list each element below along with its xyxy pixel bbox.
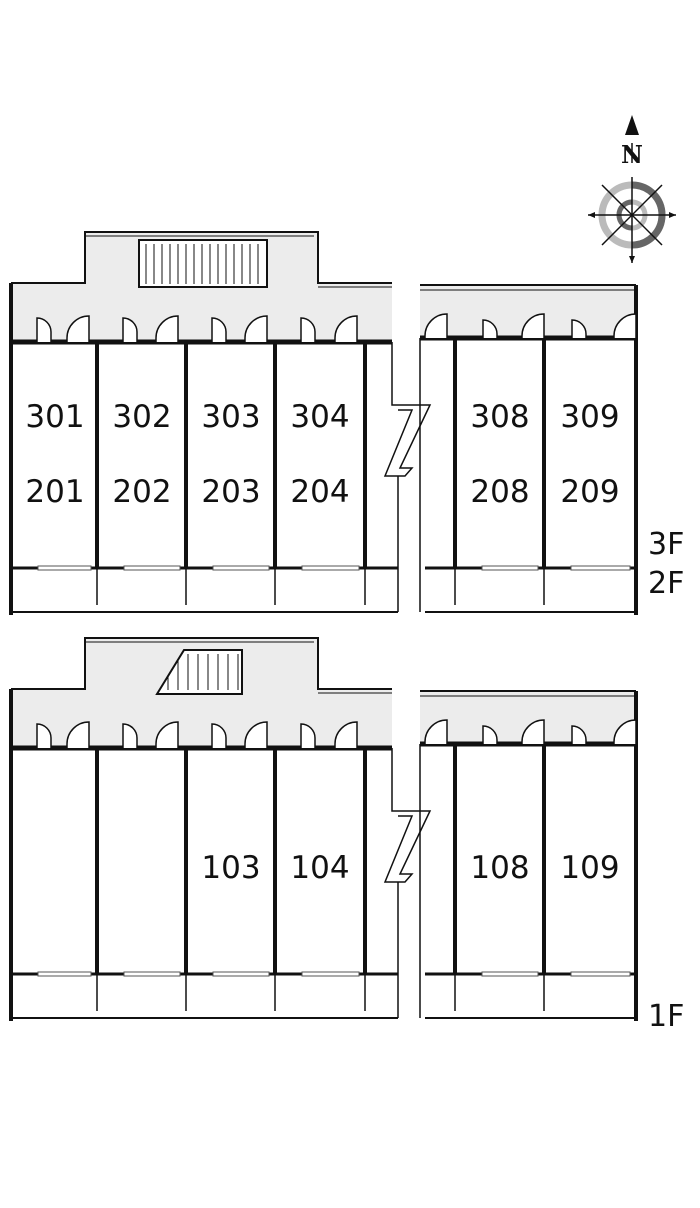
door-icon	[244, 315, 268, 342]
door-icon	[521, 719, 545, 744]
room-number: 303	[201, 399, 260, 435]
window	[570, 565, 631, 571]
door-small-icon	[122, 317, 138, 342]
door-small-icon	[300, 317, 316, 342]
room-number: 204	[290, 474, 349, 510]
room-number: 103	[201, 850, 260, 886]
corridor-outline	[85, 235, 392, 288]
window	[301, 565, 360, 571]
room-number: 302	[112, 399, 171, 435]
room-number: 304	[290, 399, 349, 435]
window	[481, 565, 539, 571]
window	[301, 971, 360, 977]
door-icon	[244, 721, 268, 748]
room-number: 108	[470, 850, 529, 886]
break-mark	[383, 748, 432, 883]
window	[212, 565, 270, 571]
room-number: 308	[470, 399, 529, 435]
north-arrow-icon	[625, 115, 639, 135]
door-small-icon	[482, 319, 498, 338]
window	[37, 971, 92, 977]
compass-icon: N	[588, 115, 676, 263]
break-mark	[383, 342, 432, 477]
corridor-outline	[85, 641, 392, 694]
room-number: 104	[290, 850, 349, 886]
upper-floors-block: 301 201 302 202 303 203 304 204 308 208 309 209 3F 2F	[9, 231, 684, 615]
window	[570, 971, 631, 977]
door-icon	[334, 721, 358, 748]
door-small-icon	[36, 723, 52, 748]
window	[123, 565, 181, 571]
room-number: 109	[560, 850, 619, 886]
door-small-icon	[571, 725, 587, 744]
door-icon	[155, 315, 179, 342]
window	[481, 971, 539, 977]
door-icon	[66, 315, 90, 342]
door-icon	[613, 313, 637, 338]
door-icon	[424, 719, 448, 744]
first-floor-block: 103 104 108 109 1F	[9, 637, 684, 1034]
door-icon	[521, 313, 545, 338]
room-number: 301	[25, 399, 84, 435]
door-icon	[155, 721, 179, 748]
corridor-outline	[11, 231, 392, 284]
door-small-icon	[122, 723, 138, 748]
window	[123, 971, 181, 977]
corridor-outline	[11, 637, 392, 690]
door-small-icon	[211, 723, 227, 748]
room-number: 209	[560, 474, 619, 510]
stairs-icon	[138, 239, 268, 288]
floor-label: 1F	[648, 999, 684, 1034]
door-icon	[334, 315, 358, 342]
room-number: 208	[470, 474, 529, 510]
window	[37, 565, 92, 571]
door-small-icon	[571, 319, 587, 338]
room-number: 203	[201, 474, 260, 510]
door-icon	[424, 313, 448, 338]
window	[212, 971, 270, 977]
door-small-icon	[482, 725, 498, 744]
room-number: 202	[112, 474, 171, 510]
north-label: N	[621, 140, 643, 169]
floor-label: 2F	[648, 566, 684, 601]
door-icon	[66, 721, 90, 748]
room-number: 201	[25, 474, 84, 510]
door-icon	[613, 719, 637, 744]
door-small-icon	[300, 723, 316, 748]
door-small-icon	[211, 317, 227, 342]
room-number: 309	[560, 399, 619, 435]
floor-label: 3F	[648, 527, 684, 562]
door-small-icon	[36, 317, 52, 342]
